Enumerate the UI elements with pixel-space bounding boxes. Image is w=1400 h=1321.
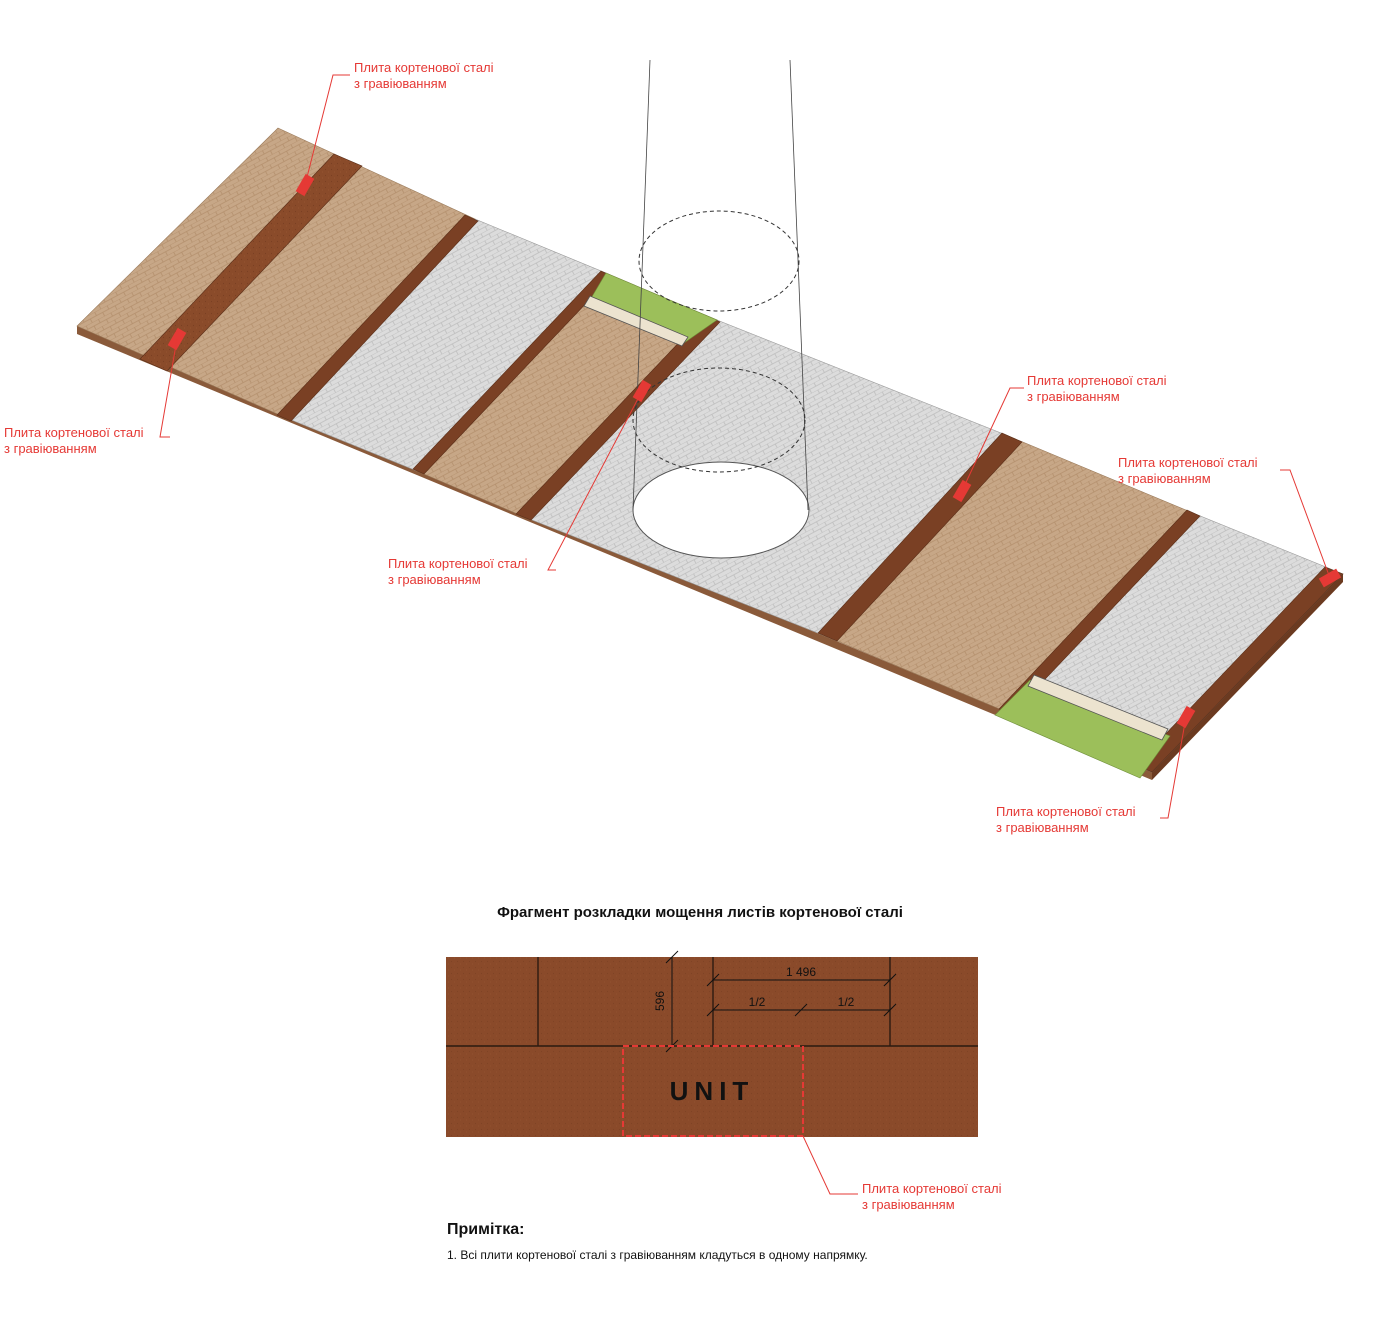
- tree-opening: [632, 461, 810, 559]
- fragment-title: Фрагмент розкладки мощення листів кортен…: [497, 904, 903, 921]
- callout-line-1: Плита кортенової сталі: [4, 425, 144, 440]
- fragment-callout-leader: [802, 1135, 858, 1195]
- corten-strip-1: [139, 153, 363, 372]
- callout-line-1: Плита кортенової сталі: [996, 804, 1136, 819]
- dimension-height: 596: [653, 991, 667, 1011]
- callout-line-2: з гравіюванням: [862, 1197, 955, 1212]
- callout-line-2: з гравіюванням: [1118, 471, 1211, 486]
- bench-1: [583, 295, 689, 347]
- callout-engraved-plate: Плита кортенової сталі з гравіюванням: [996, 804, 1136, 836]
- corten-strip-2: [276, 214, 479, 422]
- callout-leaders: [159, 74, 1331, 819]
- dimension-half-left: 1/2: [749, 995, 766, 1009]
- callout-line-1: Плита кортенової сталі: [862, 1181, 1002, 1196]
- note-heading: Примітка:: [447, 1221, 525, 1238]
- callout-line-2: з гравіюванням: [996, 820, 1089, 835]
- fragment-detail: 1 496 1/2 1/2 596 UNIT: [446, 950, 978, 1195]
- plate-joints: [446, 957, 978, 1047]
- bench-2: [1027, 674, 1169, 741]
- callout-line-2: з гравіюванням: [4, 441, 97, 456]
- dimension-total: 1 496: [786, 965, 816, 979]
- callout-line-1: Плита кортенової сталі: [1118, 455, 1258, 470]
- projection-line-left: [632, 59, 651, 511]
- callout-engraved-plate: Плита кортенової сталі з гравіюванням: [4, 425, 144, 457]
- callout-engraved-plate: Плита кортенової сталі з гравіюванням: [1027, 373, 1167, 405]
- callout-line-2: з гравіюванням: [388, 572, 481, 587]
- callout-engraved-plate: Плита кортенової сталі з гравіюванням: [354, 60, 494, 92]
- callout-engraved-plate: Плита кортенової сталі з гравіюванням: [1118, 455, 1258, 487]
- isometric-paving-slab: [76, 59, 1344, 819]
- callout-line-1: Плита кортенової сталі: [1027, 373, 1167, 388]
- callout-line-2: з гравіюванням: [354, 76, 447, 91]
- canopy-circle-upper: [638, 210, 800, 312]
- callout-line-2: з гравіюванням: [1027, 389, 1120, 404]
- callout-fragment-plate: Плита кортенової сталі з гравіюванням: [862, 1181, 1002, 1213]
- engraving-text: UNIT: [670, 1076, 755, 1106]
- canopy-circle-lower: [632, 367, 806, 473]
- dimension-half-right: 1/2: [838, 995, 855, 1009]
- slab-edge-right: [1152, 574, 1343, 780]
- note-item: 1. Всі плити кортенової сталі з гравіюва…: [447, 1248, 868, 1262]
- engraved-plate-outline: [622, 1045, 804, 1137]
- callout-line-1: Плита кортенової сталі: [388, 556, 528, 571]
- callout-line-1: Плита кортенової сталі: [354, 60, 494, 75]
- callout-engraved-plate: Плита кортенової сталі з гравіюванням: [388, 556, 528, 588]
- projection-line-right: [789, 59, 809, 511]
